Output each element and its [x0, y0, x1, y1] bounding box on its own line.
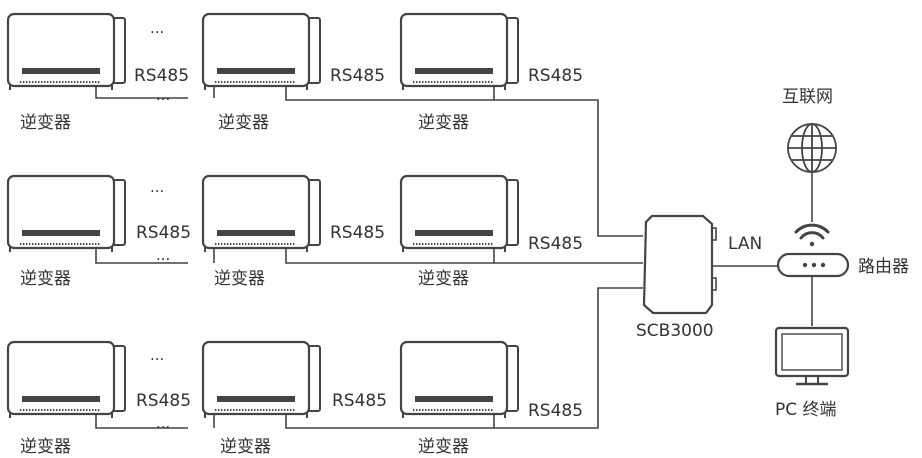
inverter-label-r3-c3: 逆变器	[418, 437, 469, 457]
inverter-label-r2-c3: 逆变器	[418, 269, 469, 289]
inverter-label-r3-c2: 逆变器	[220, 437, 271, 457]
rs485-label-r1-b: RS485	[330, 66, 385, 86]
ellipsis-r2-top: ...	[150, 178, 164, 196]
rs485-label-r1-a: RS485	[134, 66, 189, 86]
inverter-r2-c3	[399, 174, 520, 254]
inverter-label-r1-c3: 逆变器	[418, 113, 469, 133]
ellipsis-r3-bottom: ...	[156, 414, 170, 432]
rs485-label-r2-b: RS485	[330, 223, 385, 243]
bus-wires-row-1	[95, 82, 643, 237]
ellipsis-r2-bottom: ...	[156, 246, 170, 264]
ellipsis-r1-top: ...	[150, 19, 164, 37]
rs485-label-r3-a: RS485	[136, 391, 191, 411]
inverter-r3-c1	[6, 340, 127, 420]
inverter-r3-c3	[399, 340, 520, 420]
inverter-r1-c2	[201, 12, 322, 92]
inverter-r3-c2	[201, 340, 322, 420]
pc-label: PC 终端	[775, 400, 837, 420]
internet-label: 互联网	[782, 87, 833, 107]
inverter-label-r3-c1: 逆变器	[20, 437, 71, 457]
inverter-label-r2-c2: 逆变器	[214, 269, 265, 289]
ellipsis-r3-top: ...	[150, 346, 164, 364]
scb3000-label: SCB3000	[636, 321, 714, 341]
globe-icon	[787, 123, 837, 173]
inverter-r2-c2	[201, 174, 322, 254]
router-device	[776, 252, 850, 278]
inverter-r1-c1	[6, 12, 127, 92]
rs485-label-r2-c: RS485	[528, 234, 583, 254]
rs485-label-r1-c: RS485	[528, 66, 583, 86]
lan-label: LAN	[728, 234, 762, 254]
rs485-label-r3-b: RS485	[332, 391, 387, 411]
inverter-label-r1-c2: 逆变器	[218, 113, 269, 133]
rs485-label-r2-a: RS485	[136, 223, 191, 243]
monitor-icon	[774, 326, 850, 386]
inverter-label-r1-c1: 逆变器	[20, 113, 71, 133]
ellipsis-r1-bottom: ...	[156, 86, 170, 104]
inverter-label-r2-c1: 逆变器	[20, 269, 71, 289]
wifi-icon	[794, 223, 830, 247]
inverter-r2-c1	[6, 174, 127, 254]
inverter-r1-c3	[399, 12, 520, 92]
rs485-label-r3-c: RS485	[528, 401, 583, 421]
router-label: 路由器	[858, 257, 909, 277]
scb3000-device	[642, 214, 717, 315]
